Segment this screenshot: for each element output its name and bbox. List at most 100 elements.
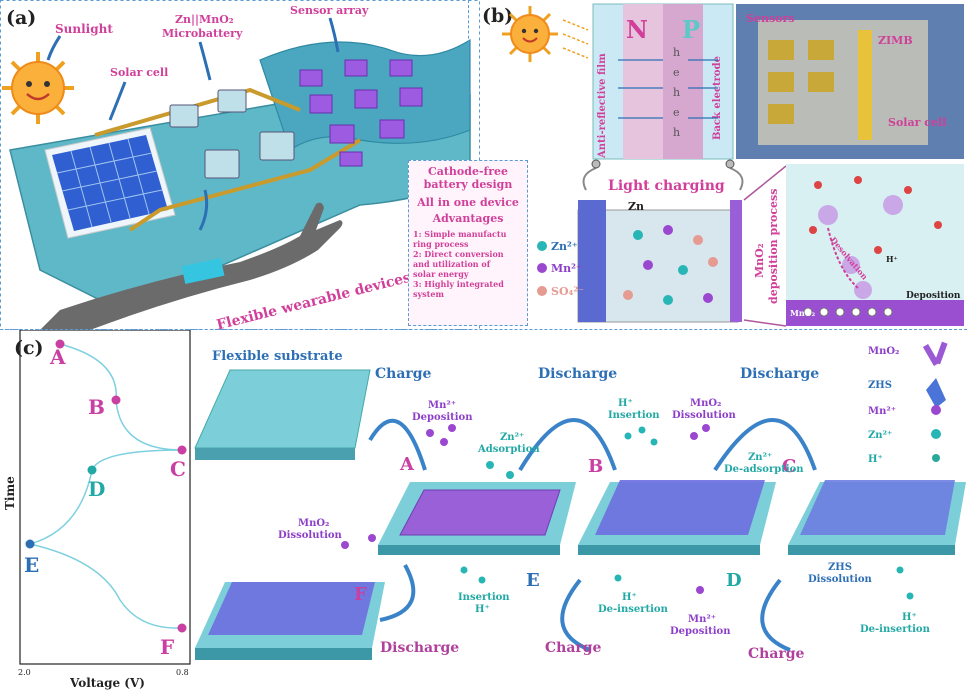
electrode-stage-a [378,482,576,555]
panel-divider [0,329,967,330]
step-label: Discharge [538,366,617,382]
annotation: Dissolution [278,530,343,541]
annotation: ZHS [828,562,852,573]
legend-zn: Zn²⁺ [868,430,892,441]
electrode-stage-f [195,582,385,660]
discharge-arrow [379,564,416,622]
advantage-line: 3: Highly integrated [413,279,504,289]
chart-xtick-right: 0.8 [176,668,189,677]
charge-arrow [560,578,591,652]
annotation: Adsorption [477,444,540,455]
electrode-stage-b [578,480,776,555]
ion-legend-mn: Mn²⁺ [551,262,582,275]
flexible-substrate-slab [194,369,371,460]
annotation: Deposition [412,412,473,423]
chart-point-c: C [170,457,186,481]
advantage-line: ring process [413,239,469,249]
panel-a: (a) Sunlight Solar cell [0,0,480,330]
carrier: h [673,86,680,99]
deposition-zoom [786,164,964,326]
ion-legend-so4: SO₄²⁻ [551,285,584,298]
design-box-line-2: All in one device [417,196,519,209]
design-box-advantages: Advantages [432,212,504,225]
zn-label: Zn [628,200,644,213]
annotation: De-insertion [860,624,931,635]
microbattery-units [169,89,295,179]
carrier: e [673,66,680,79]
annotation: Dissolution [672,410,737,421]
step-label: Discharge [740,366,819,382]
mno2-layer-label: MnO₂ [790,308,816,318]
chart-ylabel: Time [3,476,17,510]
photo-sensors-label: Sensors [746,12,794,25]
charge-arrow [368,418,427,471]
panel-divider-vertical [468,0,469,120]
annotation: Dissolution [808,574,873,585]
advantage-line: solar energy [413,269,469,279]
legend-mn: Mn²⁺ [868,406,896,417]
stage-letter-a: A [399,454,415,475]
design-box-title-1: Cathode-free [427,165,509,178]
annotation: Mn²⁺ [428,400,456,411]
panel-b-tag: (b) [482,5,513,27]
electrolyte-ions [623,225,718,305]
light-charging-label: Light charging [608,178,725,194]
step-label: Charge [545,640,602,656]
pn-junction [592,3,734,160]
annotation: MnO₂ [690,398,721,409]
sun-icon [502,6,558,62]
substrate-label: Flexible substrate [212,349,343,364]
annotation: H⁺ [475,604,490,615]
legend-zhs: ZHS [868,380,892,391]
panel-c: (c) A B C D E F Time 2.0 0.8 Voltage (V)… [3,330,966,690]
zn-legend-icon [931,429,941,439]
carrier: h [673,126,680,139]
stage-letter-f: F [354,584,367,605]
discharge-arrow [713,418,817,472]
annotation: H⁺ [902,612,917,623]
panel-c-tag: (c) [14,337,44,359]
sunlight-label: Sunlight [55,22,113,36]
charge-arrow [760,578,791,652]
advantage-line: 1: Simple manufactu [413,229,507,239]
annotation: Zn²⁺ [500,432,524,443]
step-label: Discharge [380,640,459,656]
advantage-line: 2: Direct conversion [413,249,504,259]
battery-label-2: Microbattery [162,27,243,40]
chart-xlabel: Voltage (V) [69,676,145,690]
carrier: e [673,106,680,119]
carrier: h [673,46,680,59]
deposition-label: Deposition [906,291,961,301]
annotation: Insertion [458,592,510,603]
design-box: Cathode-free battery design All in one d… [408,160,528,326]
deposition-process-label-2: deposition process [767,189,780,304]
annotation: Deposition [670,626,731,637]
advantage-line: system [413,289,444,299]
legend-mno2: MnO₂ [868,346,899,357]
chart-xtick-left: 2.0 [18,668,31,677]
panel-b: (b) N P Anti-reflective film Back electr… [482,3,964,327]
stage-letter-d: D [726,570,742,591]
photo-solar-label: Solar cell [888,116,946,129]
battery-label: Zn||MnO₂ [175,13,234,26]
stage-letter-e: E [526,570,540,591]
design-box-title-2: battery design [423,178,513,191]
h-legend-icon [932,454,940,462]
sensor-array [299,59,423,167]
arm-illustration [40,202,343,330]
chart-point-f: F [160,635,174,659]
back-electrode-label: Back electrode [712,56,723,140]
chart-point-e: E [24,553,39,577]
annotation: De-insertion [598,604,669,615]
solar-cell-label: Solar cell [110,66,168,79]
legend-h: H⁺ [868,454,883,465]
photo-zimb-label: ZIMB [878,34,913,47]
ion-particles [341,424,914,600]
discharge-arrow [518,418,617,472]
device-photo [736,4,964,159]
p-label: P [682,15,700,44]
chart-point-a: A [49,345,66,369]
advantage-line: and utilization of [413,259,491,269]
annotation: H⁺ [622,592,637,603]
electrode-stage-c [788,480,966,555]
